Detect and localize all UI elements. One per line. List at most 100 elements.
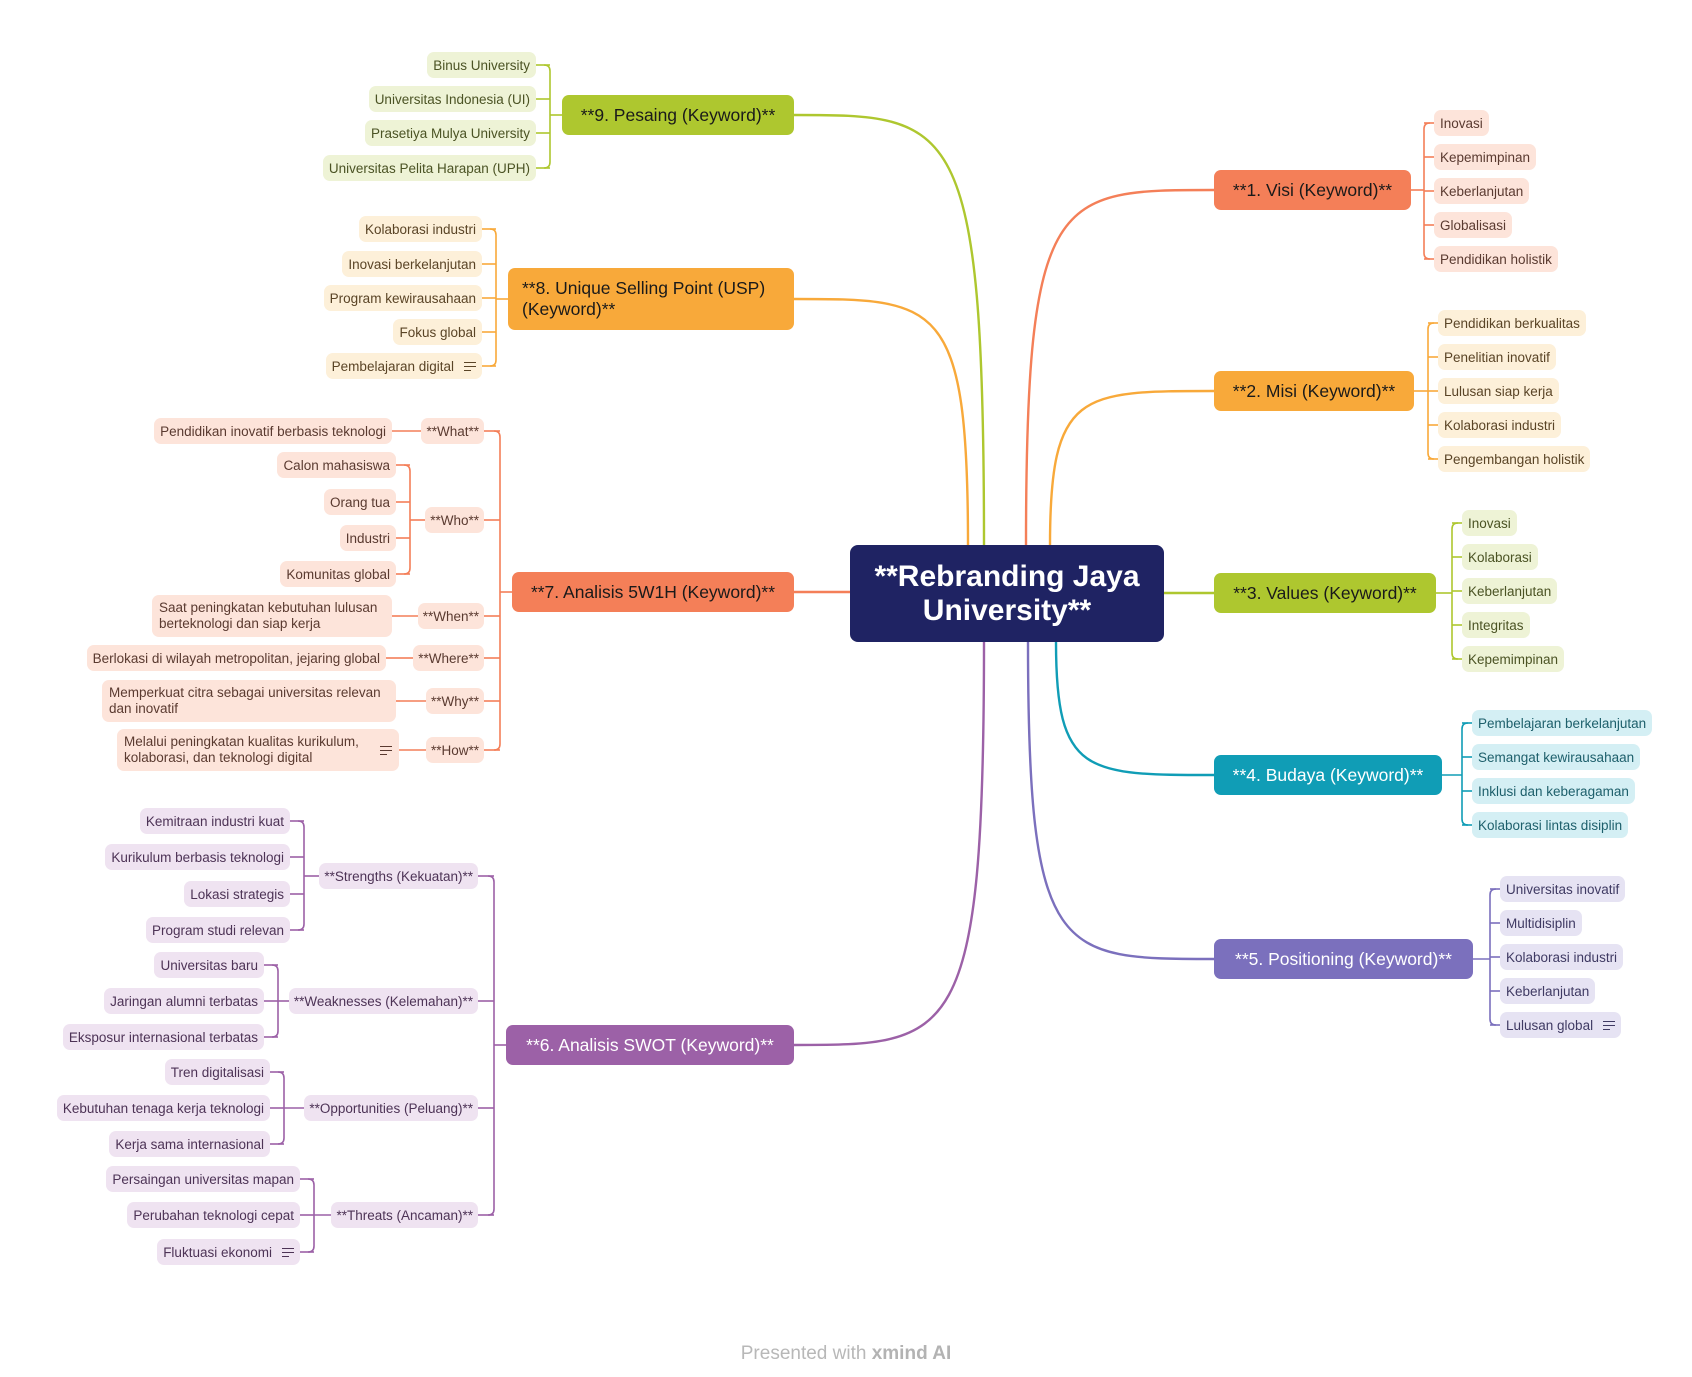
leaf-usp-1[interactable]: Kolaborasi industri [358,216,482,242]
leaf-weaknesses-2[interactable]: Jaringan alumni terbatas [104,988,264,1014]
leaf-where-1[interactable]: Berlokasi di wilayah metropolitan, jejar… [86,645,386,671]
w5h-why[interactable]: **Why** [425,688,484,714]
leaf-who-3[interactable]: Industri [339,525,396,551]
leaf-opportunities-3[interactable]: Kerja sama internasional [109,1131,270,1157]
w5h-what[interactable]: **What** [421,418,484,444]
leaf-misi-5[interactable]: Pengembangan holistik [1438,446,1591,472]
leaf-strengths-2[interactable]: Kurikulum berbasis teknologi [105,844,290,870]
leaf-visi-3[interactable]: Keberlanjutan [1434,178,1530,204]
connector [793,641,986,1047]
leaf-when-1[interactable]: Saat peningkatan kebutuhan lulusan berte… [152,595,392,637]
w5h-when[interactable]: **When** [417,603,484,629]
leaf-values-2[interactable]: Kolaborasi [1462,544,1538,570]
leaf-budaya-3[interactable]: Inklusi dan keberagaman [1472,778,1635,804]
leaf-label: Pembelajaran digital [331,358,454,374]
connector [297,820,305,931]
footer-brand: xmind AI [871,1343,952,1364]
connector [1024,188,1215,546]
leaf-usp-5[interactable]: Pembelajaran digital [325,353,482,379]
branch-misi[interactable]: **2. Misi (Keyword)** [1214,371,1414,411]
leaf-who-4[interactable]: Komunitas global [280,561,396,587]
branch-positioning[interactable]: **5. Positioning (Keyword)** [1214,939,1473,979]
leaf-misi-3[interactable]: Lulusan siap kerja [1438,378,1559,404]
note-icon[interactable] [380,745,392,755]
connector [1026,641,1215,961]
connector [793,297,970,546]
leaf-values-4[interactable]: Integritas [1462,612,1530,638]
leaf-values-3[interactable]: Keberlanjutan [1462,578,1558,604]
swot-weaknesses[interactable]: **Weaknesses (Kelemahan)** [288,988,478,1014]
leaf-usp-4[interactable]: Fokus global [393,319,482,345]
leaf-budaya-1[interactable]: Pembelajaran berkelanjutan [1472,710,1653,736]
note-icon[interactable] [1603,1020,1616,1030]
leaf-positioning-5[interactable]: Lulusan global [1500,1012,1622,1038]
leaf-usp-3[interactable]: Program kewirausahaan [323,285,482,311]
leaf-visi-5[interactable]: Pendidikan holistik [1434,246,1558,272]
leaf-values-1[interactable]: Inovasi [1462,510,1517,536]
leaf-threats-3[interactable]: Fluktuasi ekonomi [157,1239,300,1265]
leaf-weaknesses-1[interactable]: Universitas baru [154,952,264,978]
leaf-pesaing-3[interactable]: Prasetiya Mulya University [364,120,536,146]
leaf-strengths-4[interactable]: Program studi relevan [145,917,290,943]
footer-credit: Presented with xmind AI [0,1343,1692,1365]
w5h-who[interactable]: **Who** [425,507,484,533]
branch-visi[interactable]: **1. Visi (Keyword)** [1214,170,1411,210]
connector [1054,641,1215,777]
leaf-label: Melalui peningkatan kualitas kurikulum, … [124,734,359,765]
connector [543,64,551,169]
branch-pesaing[interactable]: **9. Pesaing (Keyword)** [562,95,794,135]
leaf-positioning-4[interactable]: Keberlanjutan [1500,978,1596,1004]
branch-5w1h[interactable]: **7. Analisis 5W1H (Keyword)** [512,572,794,612]
leaf-label: Lulusan global [1506,1017,1594,1033]
leaf-positioning-2[interactable]: Multidisiplin [1500,910,1582,936]
note-icon[interactable] [282,1247,294,1257]
branch-budaya[interactable]: **4. Budaya (Keyword)** [1214,755,1442,795]
leaf-pesaing-1[interactable]: Binus University [427,52,536,78]
leaf-positioning-3[interactable]: Kolaborasi industri [1500,944,1624,970]
central-topic[interactable]: **Rebranding Jaya University** [850,545,1164,642]
leaf-what-1[interactable]: Pendidikan inovatif berbasis teknologi [154,418,392,444]
connector [487,875,495,1216]
swot-strengths[interactable]: **Strengths (Kekuatan)** [319,863,478,889]
w5h-how[interactable]: **How** [425,737,484,763]
connector [793,113,986,546]
note-icon[interactable] [464,361,476,371]
leaf-budaya-2[interactable]: Semangat kewirausahaan [1472,744,1641,770]
connector [1048,389,1215,546]
leaf-misi-2[interactable]: Penelitian inovatif [1438,344,1556,370]
swot-threats[interactable]: **Threats (Ancaman)** [331,1202,478,1228]
leaf-threats-1[interactable]: Persaingan universitas mapan [106,1166,300,1192]
branch-swot[interactable]: **6. Analisis SWOT (Keyword)** [506,1025,794,1065]
leaf-misi-4[interactable]: Kolaborasi industri [1438,412,1562,438]
leaf-how-1[interactable]: Melalui peningkatan kualitas kurikulum, … [117,729,399,771]
branch-usp[interactable]: **8. Unique Selling Point (USP) (Keyword… [508,268,794,330]
leaf-weaknesses-3[interactable]: Eksposur internasional terbatas [62,1024,264,1050]
leaf-usp-2[interactable]: Inovasi berkelanjutan [342,251,482,277]
leaf-why-1[interactable]: Memperkuat citra sebagai universitas rel… [102,680,396,722]
leaf-strengths-1[interactable]: Kemitraan industri kuat [139,808,290,834]
leaf-opportunities-2[interactable]: Kebutuhan tenaga kerja teknologi [56,1095,270,1121]
leaf-budaya-4[interactable]: Kolaborasi lintas disiplin [1472,812,1629,838]
leaf-strengths-3[interactable]: Lokasi strategis [184,881,290,907]
leaf-visi-2[interactable]: Kepemimpinan [1434,144,1537,170]
leaf-pesaing-4[interactable]: Universitas Pelita Harapan (UPH) [322,155,536,181]
connector [1461,722,1469,826]
leaf-misi-1[interactable]: Pendidikan berkualitas [1438,310,1586,336]
branch-values[interactable]: **3. Values (Keyword)** [1214,573,1436,613]
leaf-threats-2[interactable]: Perubahan teknologi cepat [127,1202,300,1228]
w5h-where[interactable]: **Where** [413,645,484,671]
leaf-positioning-1[interactable]: Universitas inovatif [1500,876,1626,902]
swot-opportunities[interactable]: **Opportunities (Peluang)** [304,1095,478,1121]
connector [493,430,501,751]
leaf-opportunities-1[interactable]: Tren digitalisasi [164,1059,270,1085]
footer-prefix: Presented with [740,1343,867,1364]
leaf-visi-1[interactable]: Inovasi [1434,110,1489,136]
leaf-values-5[interactable]: Kepemimpinan [1462,646,1565,672]
leaf-pesaing-2[interactable]: Universitas Indonesia (UI) [368,86,536,112]
leaf-who-1[interactable]: Calon mahasiswa [277,452,396,478]
connector [403,464,411,575]
leaf-visi-4[interactable]: Globalisasi [1434,212,1513,238]
leaf-who-2[interactable]: Orang tua [323,489,396,515]
